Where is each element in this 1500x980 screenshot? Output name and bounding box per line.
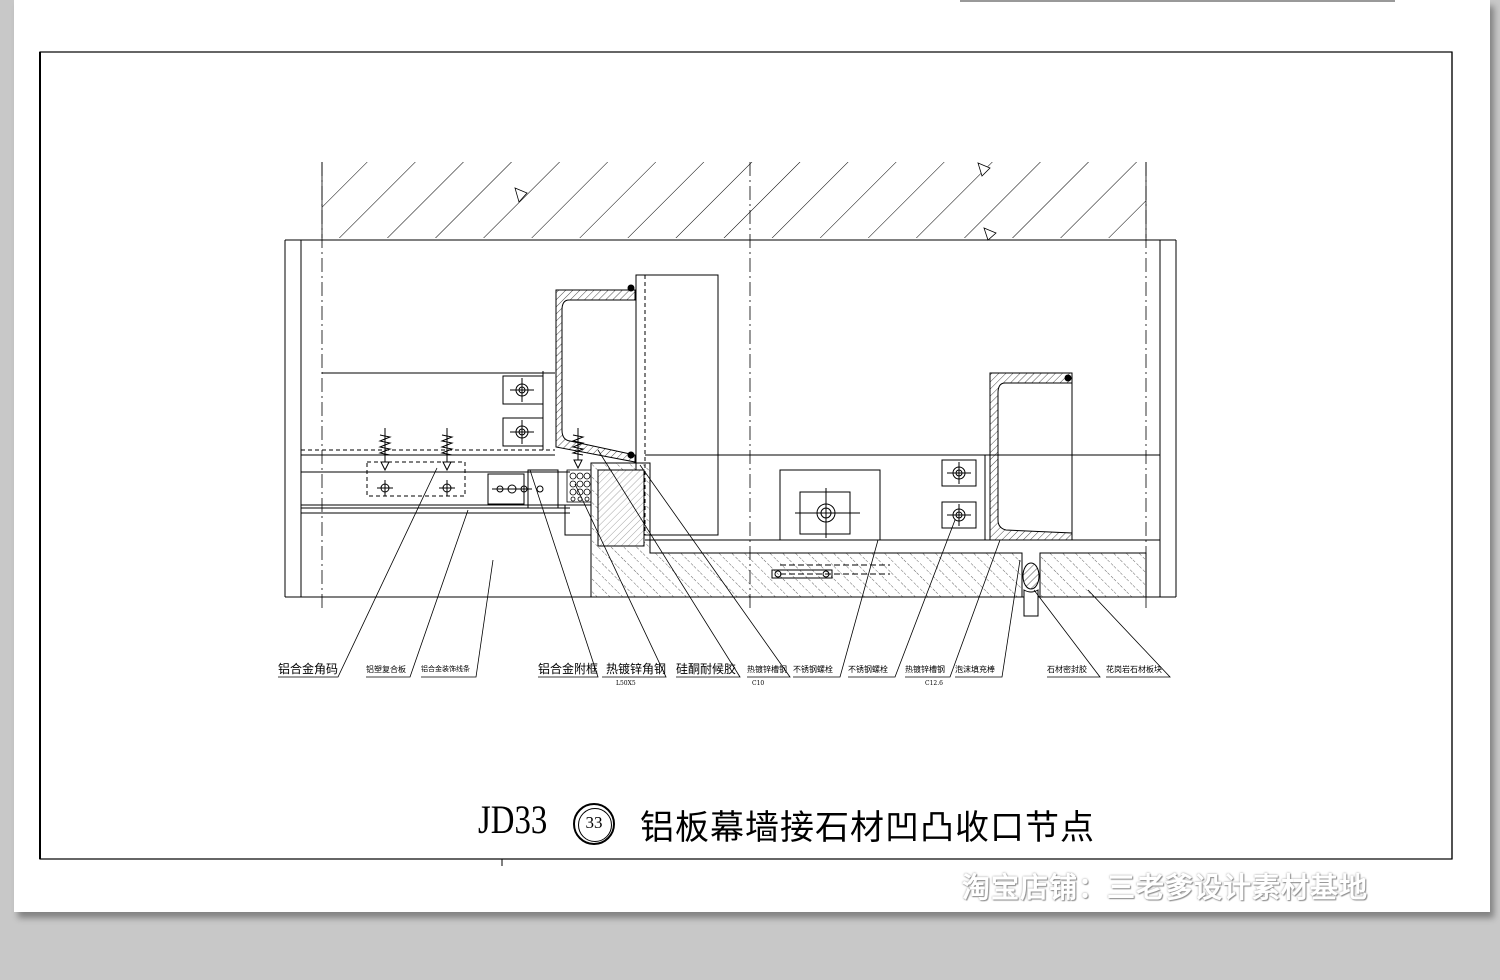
callout-channel-steel-2-spec: C12.6: [925, 680, 943, 687]
callout-stone-sealant: 石材密封胶: [1047, 665, 1087, 674]
callout-aluminum-corner: 铝合金角码: [278, 662, 339, 676]
callout-sub-frame: 铝合金附框: [538, 662, 599, 676]
detail-number-circle: [573, 803, 615, 845]
callout-sealant: 硅酮耐候胶: [676, 662, 737, 676]
callout-foam-rod: 泡沫填充棒: [955, 665, 995, 674]
bolt-plates-right: [941, 455, 986, 540]
detail-title: 铝板幕墙接石材凹凸收口节点: [640, 808, 1095, 848]
drawing-sheet: [14, 0, 1490, 912]
callout-acp: 铝塑复合板: [366, 665, 406, 674]
callout-bolt-1: 不锈钢螺栓: [793, 665, 833, 674]
leader-lines: [278, 449, 1171, 678]
callout-trim: 铝合金装饰线条: [421, 665, 470, 673]
callout-channel-steel-spec: C10: [752, 680, 765, 687]
detail-code: JD33: [478, 797, 548, 842]
callout-angle-steel: 热镀锌角钢: [606, 662, 667, 676]
watermark: 淘宝店铺：三老爹设计素材基地: [962, 871, 1369, 904]
stone-joint-sealant: [1022, 562, 1040, 617]
screw-group: [377, 428, 585, 496]
bolt-plates-left: [502, 371, 544, 450]
callout-channel-steel-2: 热镀锌槽钢: [905, 665, 945, 674]
callout-granite: 花岗岩石材板块: [1106, 665, 1162, 674]
granite-panel: [590, 462, 1147, 598]
concrete-wall: [321, 162, 1147, 241]
channel-steel-left: [555, 274, 719, 536]
drawing-frame: [39, 51, 1453, 866]
callout-bolt-2: 不锈钢螺栓: [848, 665, 888, 674]
callout-channel-steel: 热镀锌槽钢: [747, 665, 787, 674]
foam-rod-left: [566, 469, 592, 503]
middle-bracket: [645, 454, 1160, 579]
detail-number: 33: [585, 813, 603, 832]
channel-steel-right: [989, 372, 1073, 541]
callout-angle-steel-spec: L50X5: [616, 680, 636, 687]
